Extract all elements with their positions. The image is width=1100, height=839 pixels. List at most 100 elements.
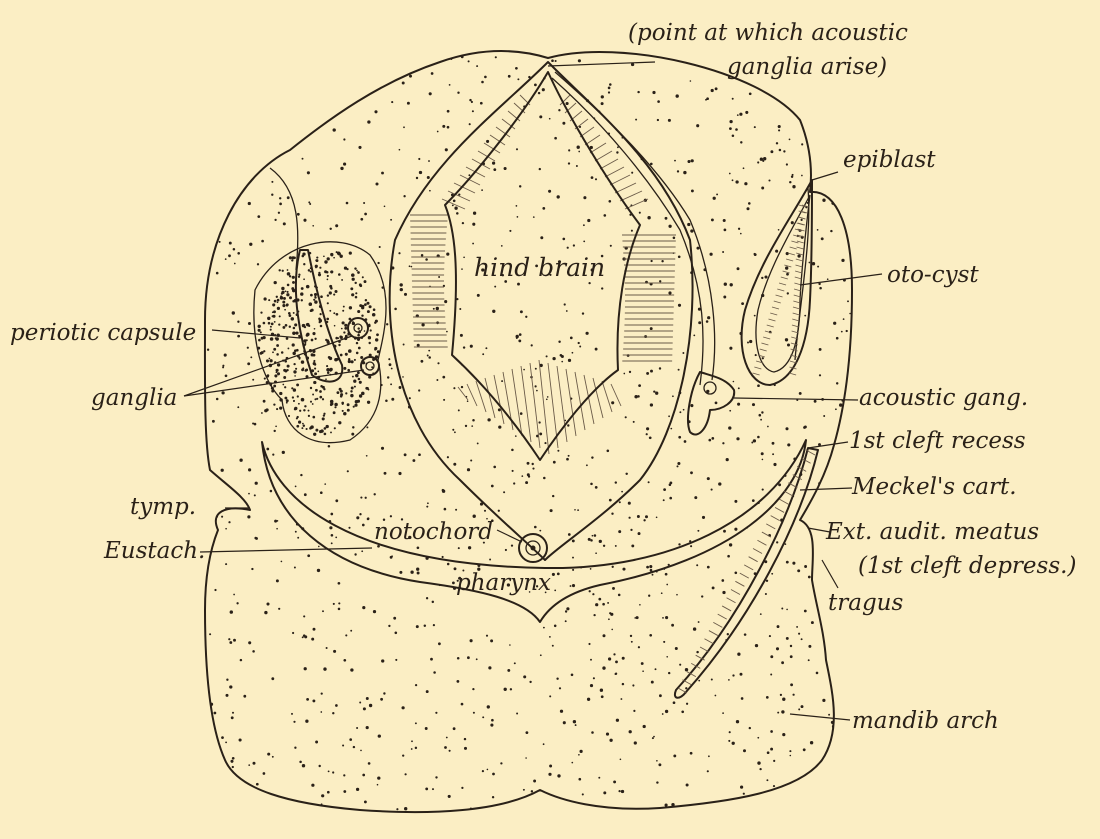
stipple-dot	[564, 420, 566, 422]
stipple-dot	[346, 51, 348, 53]
stipple-dot	[568, 162, 570, 164]
oto-hatch-line	[783, 271, 790, 273]
capsule-dot	[310, 401, 312, 403]
stipple-dot	[716, 193, 718, 195]
stipple-dot	[804, 315, 806, 317]
stipple-dot	[562, 122, 565, 125]
capsule-dot	[287, 284, 290, 287]
capsule-dot	[354, 386, 356, 388]
stipple-dot	[244, 124, 247, 127]
stipple-dot	[472, 243, 474, 245]
stipple-dot	[391, 368, 393, 370]
stipple-dot	[264, 611, 267, 614]
stipple-dot	[741, 302, 744, 305]
capsule-dot	[313, 433, 316, 436]
stipple-dot	[698, 321, 701, 324]
stipple-dot	[515, 67, 518, 70]
stipple-dot	[782, 733, 785, 736]
stipple-dot	[659, 280, 661, 282]
capsule-dot	[257, 347, 260, 350]
stipple-dot	[332, 771, 334, 773]
stipple-dot	[652, 737, 654, 739]
stipple-dot	[343, 774, 345, 776]
stipple-dot	[402, 376, 404, 378]
stipple-dot	[566, 458, 569, 461]
stipple-dot	[362, 606, 365, 609]
stipple-dot	[608, 91, 610, 93]
stipple-dot	[492, 796, 494, 798]
stipple-dot	[493, 466, 496, 469]
stipple-dot	[426, 690, 429, 693]
stipple-dot	[729, 347, 732, 350]
stipple-dot	[673, 237, 676, 240]
stipple-dot	[694, 496, 697, 499]
stipple-dot	[342, 744, 344, 746]
stipple-dot	[504, 167, 507, 170]
stipple-dot	[282, 64, 284, 66]
capsule-dot	[327, 339, 329, 341]
stipple-dot	[536, 796, 538, 798]
stipple-dot	[641, 662, 644, 665]
stipple-dot	[790, 645, 792, 647]
stipple-dot	[770, 150, 773, 153]
stipple-dot	[560, 710, 563, 713]
meckel-hatch-line	[735, 581, 744, 586]
stipple-dot	[582, 312, 584, 314]
stipple-dot	[360, 497, 362, 499]
capsule-dot	[367, 302, 370, 305]
stipple-dot	[503, 491, 505, 493]
stipple-dot	[804, 610, 807, 613]
stipple-dot	[240, 659, 242, 661]
stipple-dot	[812, 157, 815, 160]
stipple-dot	[627, 354, 630, 357]
capsule-dot	[355, 296, 358, 299]
capsule-dot	[335, 337, 338, 340]
stipple-dot	[611, 401, 614, 404]
stipple-dot	[722, 712, 724, 714]
stipple-dot	[554, 590, 556, 592]
stipple-dot	[661, 592, 663, 594]
stipple-dot	[615, 545, 617, 547]
stipple-dot	[573, 244, 575, 246]
capsule-dot	[311, 339, 314, 342]
stipple-dot	[673, 701, 676, 704]
stipple-dot	[833, 735, 836, 738]
stipple-dot	[578, 151, 580, 153]
stipple-dot	[256, 123, 259, 126]
stipple-dot	[201, 464, 204, 467]
stipple-dot	[782, 93, 785, 96]
stipple-dot	[523, 789, 525, 791]
stipple-dot	[851, 758, 853, 760]
stipple-dot	[711, 437, 714, 440]
stipple-dot	[320, 491, 323, 494]
stipple-dot	[225, 563, 227, 565]
stipple-dot	[248, 202, 251, 205]
stipple-dot	[200, 520, 202, 522]
stipple-dot	[243, 695, 246, 698]
capsule-dot	[330, 287, 333, 290]
stipple-dot	[461, 787, 463, 789]
stipple-dot	[539, 168, 541, 170]
stipple-dot	[697, 530, 699, 532]
stipple-dot	[444, 508, 447, 511]
stipple-dot	[590, 659, 592, 661]
stipple-dot	[205, 803, 208, 806]
stipple-dot	[261, 812, 264, 815]
stipple-dot	[323, 667, 326, 670]
stipple-dot	[655, 392, 658, 395]
stipple-dot	[638, 646, 640, 648]
capsule-dot	[365, 387, 368, 390]
stipple-dot	[229, 641, 232, 644]
stipple-dot	[343, 659, 346, 662]
capsule-dot	[301, 287, 304, 290]
stipple-dot	[388, 358, 390, 360]
stipple-dot	[264, 142, 267, 145]
capsule-dot	[293, 363, 295, 365]
stipple-dot	[517, 78, 519, 80]
stipple-dot	[613, 653, 615, 655]
capsule-dot	[303, 425, 305, 427]
oto-hatch-line	[795, 277, 802, 279]
stipple-dot	[477, 294, 480, 297]
capsule-dot	[292, 300, 295, 303]
stipple-dot	[443, 399, 445, 401]
